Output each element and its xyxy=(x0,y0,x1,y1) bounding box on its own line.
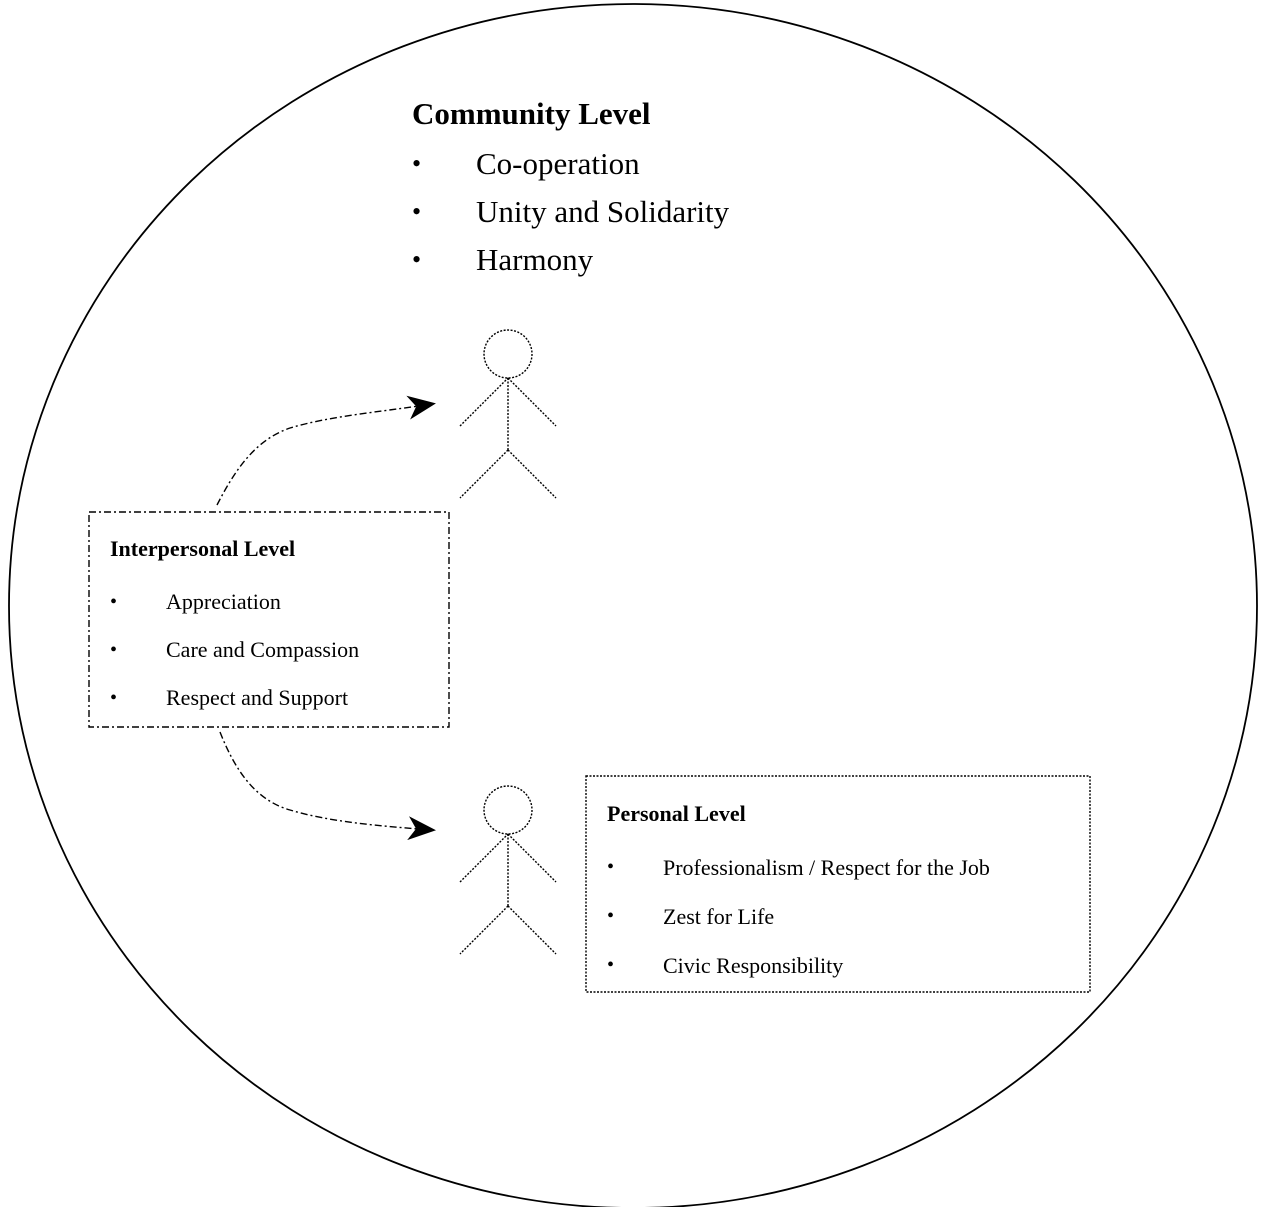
community-item: • Co-operation xyxy=(412,140,729,188)
community-level-title: Community Level xyxy=(412,96,651,131)
bullet-icon: • xyxy=(110,591,118,613)
bullet-icon: • xyxy=(110,687,118,709)
interpersonal-box xyxy=(88,511,450,728)
interpersonal-item: • Respect and Support xyxy=(110,674,359,722)
personal-item: • Zest for Life xyxy=(607,892,990,941)
bullet-icon: • xyxy=(607,856,615,878)
interpersonal-item: • Care and Compassion xyxy=(110,626,359,674)
community-item-label: Co-operation xyxy=(476,146,640,181)
bullet-icon: • xyxy=(607,954,615,976)
outer-circle xyxy=(8,3,1258,1207)
community-level-section: Community Level • Co-operation • Unity a… xyxy=(412,92,729,284)
personal-item-label: Civic Responsibility xyxy=(663,953,844,978)
community-item-label: Unity and Solidarity xyxy=(476,194,730,229)
community-item: • Harmony xyxy=(412,236,729,284)
arrow-to-lower-person xyxy=(219,731,436,841)
community-item-label: Harmony xyxy=(476,242,594,277)
personal-box xyxy=(585,775,1091,993)
interpersonal-item: • Appreciation xyxy=(110,578,359,626)
bullet-icon: • xyxy=(412,197,422,226)
personal-item-label: Zest for Life xyxy=(663,904,775,929)
interpersonal-item-label: Appreciation xyxy=(166,589,281,614)
personal-level-title: Personal Level xyxy=(607,801,746,826)
upper-person-icon xyxy=(459,329,557,499)
bullet-icon: • xyxy=(110,639,118,661)
interpersonal-item-label: Respect and Support xyxy=(166,685,349,710)
personal-level-section: Personal Level • Professionalism / Respe… xyxy=(607,797,990,990)
bullet-icon: • xyxy=(412,245,422,274)
community-item: • Unity and Solidarity xyxy=(412,188,729,236)
interpersonal-item-label: Care and Compassion xyxy=(166,637,360,662)
personal-item-label: Professionalism / Respect for the Job xyxy=(663,855,990,880)
bullet-icon: • xyxy=(607,905,615,927)
interpersonal-level-title: Interpersonal Level xyxy=(110,536,296,561)
interpersonal-level-section: Interpersonal Level • Appreciation • Car… xyxy=(110,532,359,722)
bullet-icon: • xyxy=(412,149,422,178)
personal-item: • Professionalism / Respect for the Job xyxy=(607,843,990,892)
personal-item: • Civic Responsibility xyxy=(607,941,990,990)
arrow-to-upper-person xyxy=(216,395,436,506)
lower-person-icon xyxy=(459,785,557,955)
